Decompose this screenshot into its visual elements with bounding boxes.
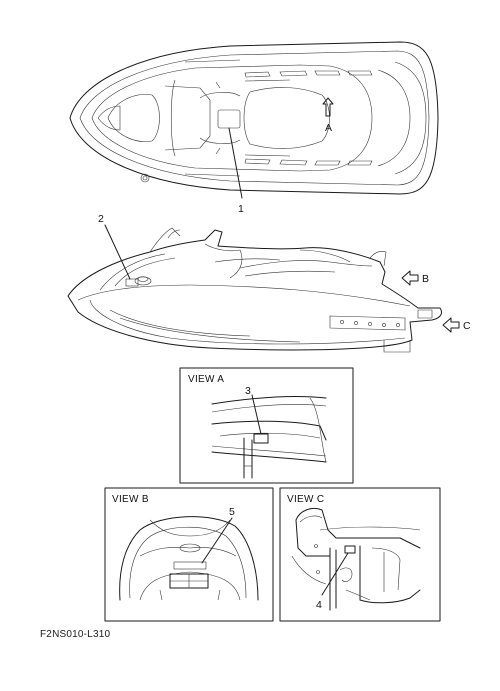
callout-3: 3 [245, 385, 251, 397]
view-b-arrow-label: B [422, 273, 429, 285]
view-c-panel: VIEW C 4 [279, 487, 441, 622]
view-a-arrow-label: A [325, 122, 332, 134]
view-b-title: VIEW B [112, 494, 149, 505]
callout-1: 1 [238, 203, 244, 215]
view-b-panel: VIEW B 5 [104, 487, 274, 622]
figure-code: F2NS010-L310 [40, 629, 111, 640]
callout-4: 4 [316, 599, 322, 611]
side-view-watercraft: 2 B C [67, 213, 471, 353]
callout-5: 5 [229, 506, 235, 518]
view-a-title: VIEW A [188, 374, 224, 385]
top-view-watercraft: A 1 [69, 41, 439, 215]
view-a-panel: VIEW A 3 [179, 367, 354, 484]
callout-2: 2 [98, 213, 104, 225]
view-c-title: VIEW C [287, 494, 324, 505]
view-c-arrow-label: C [463, 320, 471, 332]
